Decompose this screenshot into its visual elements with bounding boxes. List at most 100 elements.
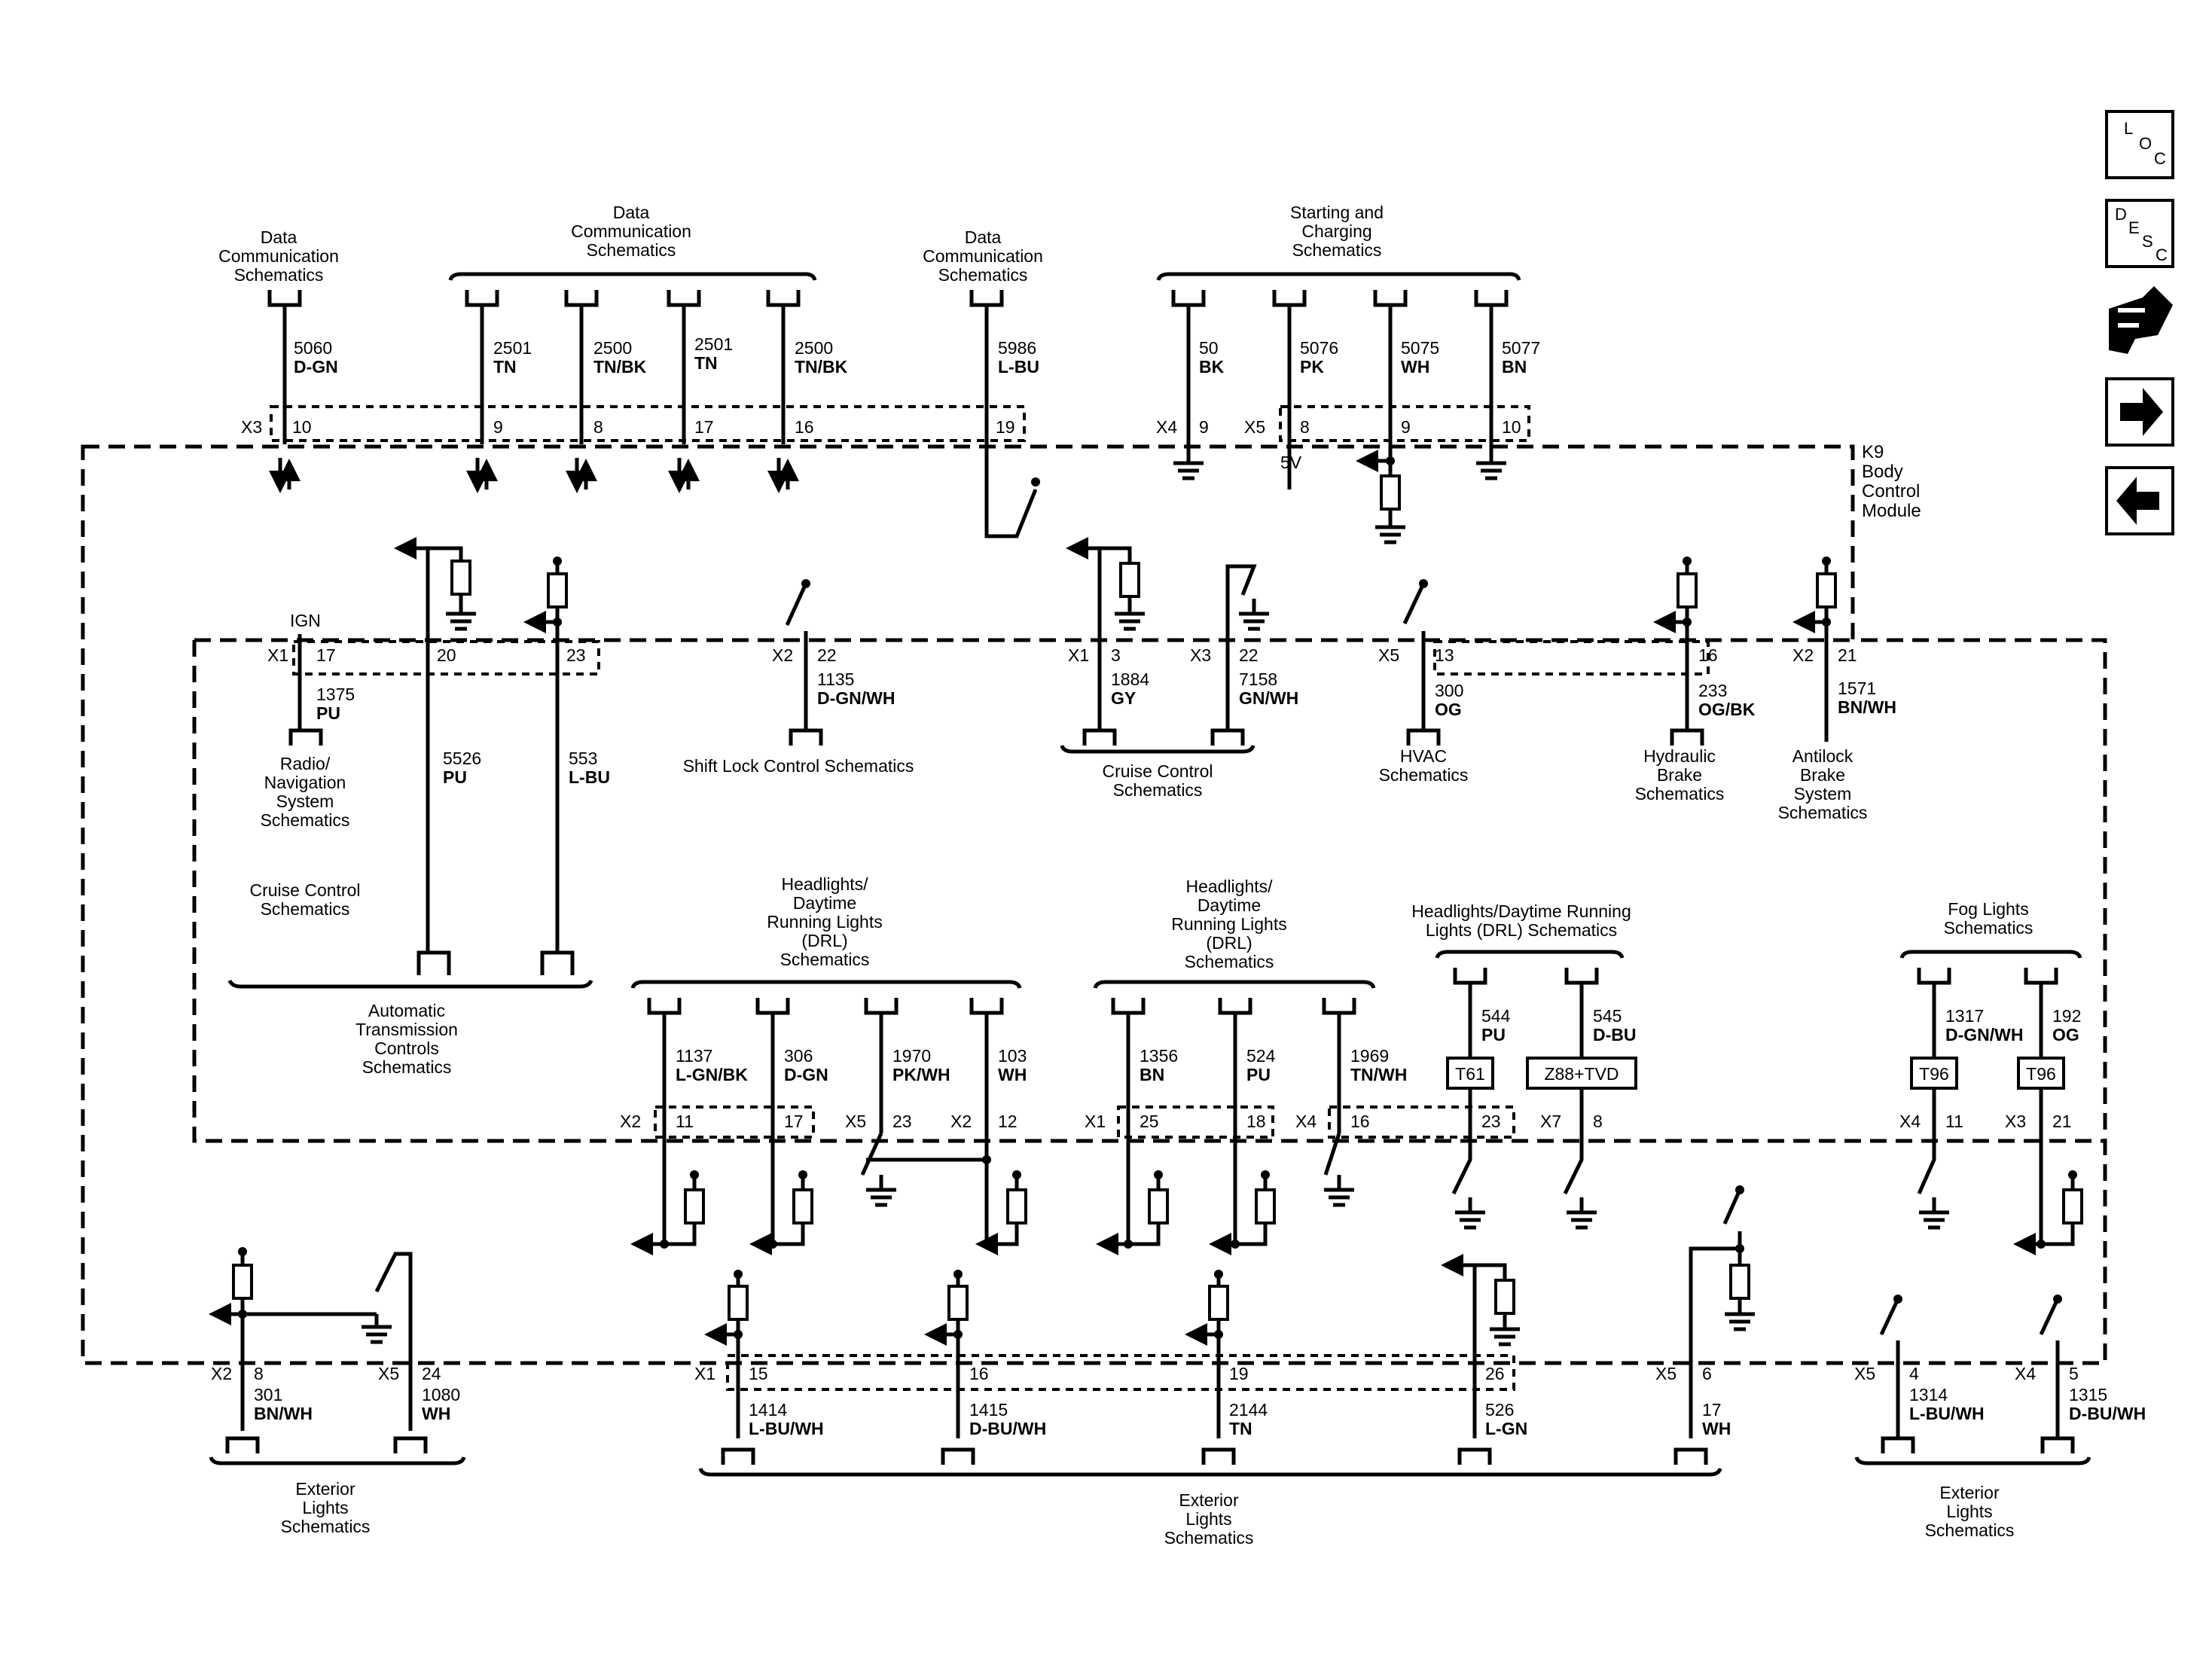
svg-text:X5: X5 [1655, 1364, 1677, 1383]
svg-text:Data: Data [261, 227, 297, 247]
connector-icon[interactable] [2109, 286, 2173, 354]
svg-text:Lights (DRL) Schematics: Lights (DRL) Schematics [1426, 920, 1617, 940]
svg-text:50: 50 [1199, 338, 1219, 358]
svg-text:19: 19 [996, 417, 1015, 437]
svg-text:X7: X7 [1540, 1112, 1561, 1131]
svg-text:X1: X1 [694, 1364, 715, 1383]
svg-text:192: 192 [2052, 1006, 2081, 1026]
svg-text:X3: X3 [2005, 1112, 2026, 1131]
svg-text:22: 22 [817, 645, 837, 665]
svg-text:Transmission: Transmission [355, 1020, 458, 1039]
svg-text:Radio/: Radio/ [280, 754, 331, 773]
svg-text:C: C [2156, 246, 2168, 264]
svg-text:C: C [2154, 149, 2166, 168]
svg-text:Fog Lights: Fog Lights [1948, 899, 2028, 919]
svg-text:306: 306 [784, 1046, 813, 1066]
svg-text:X5: X5 [1378, 645, 1399, 665]
svg-text:5060: 5060 [294, 338, 332, 358]
svg-text:12: 12 [998, 1112, 1018, 1131]
svg-text:5075: 5075 [1401, 338, 1439, 358]
radio-group: IGN X1 17 1375 PU Radio/ Navigation Syst… [261, 611, 355, 830]
svg-text:Z88+TVD: Z88+TVD [1544, 1064, 1619, 1084]
svg-text:X1: X1 [1085, 1112, 1106, 1131]
svg-text:6: 6 [1702, 1364, 1712, 1383]
svg-text:1571: 1571 [1838, 679, 1876, 698]
svg-text:Daytime: Daytime [793, 893, 856, 913]
svg-text:X4: X4 [1899, 1112, 1921, 1131]
svg-text:Automatic: Automatic [368, 1001, 445, 1020]
svg-text:1080: 1080 [422, 1385, 460, 1404]
svg-text:Schematics: Schematics [1185, 952, 1274, 971]
svg-text:Running Lights: Running Lights [1171, 914, 1286, 934]
svg-text:2501: 2501 [493, 338, 532, 358]
svg-text:X4: X4 [2015, 1364, 2036, 1383]
svg-text:PU: PU [1481, 1025, 1506, 1045]
svg-text:26: 26 [1485, 1364, 1505, 1383]
svg-text:Schematics: Schematics [1113, 780, 1203, 800]
svg-text:Lights: Lights [1185, 1509, 1231, 1529]
svg-text:23: 23 [1481, 1112, 1501, 1131]
svg-text:X2: X2 [1792, 645, 1814, 665]
svg-text:21: 21 [1838, 645, 1857, 665]
svg-text:L-GN/BK: L-GN/BK [676, 1065, 748, 1084]
svg-text:HVAC: HVAC [1400, 746, 1447, 766]
svg-text:Schematics: Schematics [1944, 918, 2034, 938]
desc-button[interactable]: D E S C [2105, 199, 2174, 268]
svg-text:PK/WH: PK/WH [892, 1065, 950, 1084]
svg-text:5077: 5077 [1502, 338, 1540, 358]
svg-text:X4: X4 [1156, 417, 1177, 437]
svg-text:11: 11 [1945, 1112, 1963, 1131]
svg-text:GY: GY [1111, 688, 1136, 708]
svg-text:11: 11 [676, 1112, 694, 1131]
svg-text:D-GN/WH: D-GN/WH [817, 688, 895, 708]
dcs3-group: Data Communication Schematics 5986 L-BU … [923, 227, 1043, 538]
drl3-group: Headlights/Daytime Running Lights (DRL) … [1411, 901, 1637, 1230]
svg-text:OG: OG [1435, 700, 1462, 719]
svg-text:Schematics: Schematics [1164, 1528, 1254, 1548]
starting-group: Starting and Charging Schematics 50 BK 5… [1156, 203, 1540, 544]
svg-text:16: 16 [1350, 1112, 1370, 1131]
module-label-3: Control [1862, 481, 1920, 502]
svg-text:OG/BK: OG/BK [1698, 700, 1756, 719]
svg-text:WH: WH [1702, 1419, 1731, 1438]
svg-text:Schematics: Schematics [261, 810, 350, 830]
svg-text:19: 19 [1229, 1364, 1249, 1383]
module-label-1: K9 [1862, 442, 1884, 462]
svg-text:13: 13 [1435, 645, 1454, 665]
svg-text:544: 544 [1481, 1006, 1511, 1026]
svg-text:21: 21 [2052, 1112, 2072, 1131]
svg-text:D-GN: D-GN [294, 357, 338, 377]
loc-button[interactable]: L O C [2105, 110, 2174, 179]
svg-text:Running Lights: Running Lights [767, 912, 882, 932]
svg-text:System: System [1794, 784, 1852, 804]
svg-text:WH: WH [422, 1404, 450, 1423]
svg-text:10: 10 [1502, 417, 1521, 437]
svg-text:2500: 2500 [795, 338, 833, 358]
svg-text:7158: 7158 [1239, 669, 1277, 689]
svg-text:Navigation: Navigation [264, 773, 346, 792]
svg-text:Daytime: Daytime [1198, 895, 1261, 915]
svg-text:1317: 1317 [1945, 1006, 1984, 1026]
hvac-group: X5 13 300 OG HVAC Schematics [1378, 579, 1468, 785]
prev-arrow-icon[interactable] [2105, 466, 2174, 535]
svg-text:5986: 5986 [998, 338, 1036, 358]
auto-trans-group: 20 23 5526 PU 553 L-BU Cruise Control Sc… [227, 537, 610, 1077]
svg-text:Schematics: Schematics [234, 265, 324, 285]
module-label-4: Module [1862, 501, 1921, 521]
svg-text:(DRL): (DRL) [801, 931, 847, 950]
svg-text:D: D [2115, 205, 2127, 224]
shift-lock-group: X2 22 1135 D-GN/WH Shift Lock Control Sc… [683, 579, 914, 776]
x5-mid-connector [1433, 640, 1710, 676]
svg-text:524: 524 [1246, 1046, 1276, 1066]
svg-text:1970: 1970 [892, 1046, 931, 1066]
svg-text:16: 16 [795, 417, 814, 437]
next-arrow-icon[interactable] [2105, 377, 2174, 447]
svg-text:Antilock: Antilock [1792, 746, 1854, 766]
svg-text:L-BU: L-BU [998, 357, 1039, 377]
svg-text:BN/WH: BN/WH [1838, 697, 1896, 717]
svg-text:Headlights/Daytime Running: Headlights/Daytime Running [1411, 901, 1631, 921]
svg-text:4: 4 [1909, 1364, 1919, 1383]
svg-text:103: 103 [998, 1046, 1027, 1066]
svg-text:Exterior: Exterior [1179, 1490, 1239, 1510]
